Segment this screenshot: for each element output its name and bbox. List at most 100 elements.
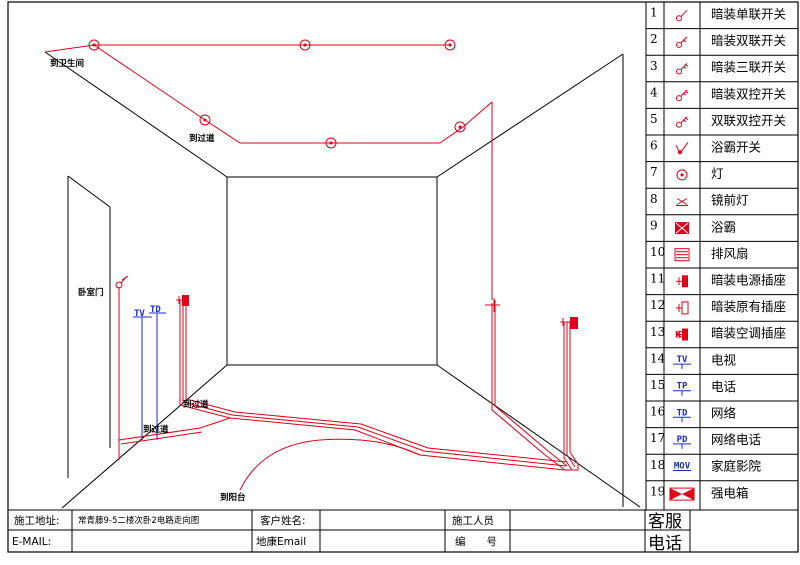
legend-label: 双联双控开关 (711, 113, 786, 128)
bath-heater-icon (675, 222, 689, 235)
legend-number: 15 (650, 378, 665, 392)
legend-number: 6 (650, 139, 658, 153)
single-switch-icon (676, 9, 688, 22)
lamp-icon (325, 137, 337, 149)
legend-row: 4 暗装双控开关 (646, 81, 798, 102)
legend-label: 暗装双控开关 (711, 86, 786, 101)
legend-number: 8 (650, 192, 658, 206)
lamp-icon (88, 39, 100, 51)
svg-text:TD: TD (677, 408, 688, 418)
site-address-value: 常青藤9-5二楼次卧2电路走向图 (78, 515, 199, 526)
legend-number: 19 (650, 484, 665, 498)
legend-label: 排风扇 (711, 246, 749, 261)
legend-row: 12 暗装原有插座 (646, 294, 798, 315)
legend-label: 暗装双联开关 (711, 33, 786, 48)
legend-row: 3 暗装三联开关 (646, 54, 798, 75)
lamp-icon (676, 169, 688, 181)
legend-number: 12 (650, 298, 665, 312)
network-phone-socket-icon: PD (673, 435, 691, 449)
legend-label: 网络 (711, 405, 737, 420)
legend-label: 浴霸开关 (711, 139, 761, 154)
network-socket-icon: TD (673, 408, 691, 423)
legend-row: 10 排风扇 (646, 240, 798, 262)
label-to-hallway-mid: 到过道 (183, 399, 209, 410)
customer-name-label: 客户姓名: (260, 514, 306, 527)
legend-label: 家庭影院 (711, 459, 762, 474)
service-label: 客服 (648, 512, 682, 532)
two-way-switch-icon (676, 89, 689, 102)
number-label: 编 号 (455, 535, 497, 548)
legend-label: 浴霸 (711, 219, 736, 234)
legend-row: 5 双联双控开关 (646, 107, 798, 128)
legend-label: 电视 (711, 352, 737, 367)
legend-number: 13 (650, 325, 665, 339)
legend-number: 5 (650, 112, 658, 126)
phone-label: 电话 (648, 534, 682, 554)
legend-row: 16 TD 网络 (646, 400, 798, 423)
email-label: E-MAIL: (12, 536, 51, 548)
legend-label: 暗装电源插座 (711, 272, 786, 287)
legend-number: 17 (650, 431, 665, 445)
network-socket-icon: TD (149, 305, 166, 440)
legend-label: 强电箱 (711, 485, 749, 500)
sheet-border (7, 1, 799, 553)
legend-label: 网络电话 (711, 432, 761, 447)
legend-row: 19 强电箱 (646, 480, 798, 501)
legend-row: 1 暗装单联开关 (650, 6, 786, 22)
legend-number: 2 (650, 32, 658, 46)
triple-switch-icon (676, 63, 689, 75)
legend-table: 1 暗装单联开关 2 暗装双联开关 3 暗装三联开关 4 暗装双控开关 5 双联双控开关 6 浴霸开关… (645, 2, 798, 510)
legend-number: 1 (650, 6, 658, 20)
legend-row: 18 MOV 家庭影院 (646, 453, 798, 474)
bath-heater-switch-icon (675, 142, 689, 155)
svg-text:MOV: MOV (674, 462, 691, 472)
legend-label: 灯 (711, 166, 724, 181)
tv-label: TV (134, 309, 145, 319)
legend-row: 6 浴霸开关 (646, 134, 798, 155)
legend-number: 4 (650, 85, 658, 99)
legend-label: 暗装单联开关 (711, 6, 786, 21)
legend-number: 18 (650, 458, 665, 472)
legend-number: 3 (650, 59, 658, 73)
svg-text:PD: PD (677, 435, 688, 445)
legend-label: 暗装空调插座 (711, 326, 786, 341)
legend-label: 暗装原有插座 (711, 299, 786, 314)
svg-text:TV: TV (677, 355, 688, 365)
worker-label: 施工人员 (452, 514, 494, 527)
lamp-icon (199, 114, 211, 126)
single-switch-icon (115, 276, 127, 289)
legend-row: 17 PD 网络电话 (646, 427, 798, 449)
legend-row: 2 暗装双联开关 (646, 28, 798, 48)
double-two-way-switch-icon (676, 116, 689, 128)
power-socket-icon (676, 275, 688, 288)
legend-label: 暗装三联开关 (711, 60, 786, 75)
legend-label: 镜前灯 (711, 193, 749, 208)
legend-row: 8 镜前灯 (646, 187, 798, 208)
label-to-hallway-low: 到过道 (143, 424, 169, 435)
phone-socket-icon: TP (673, 382, 691, 396)
legend-number: 14 (650, 351, 666, 365)
wiring-routes (44, 44, 579, 491)
power-socket-icon (176, 295, 189, 306)
mirror-light-icon (676, 198, 688, 206)
legend-number: 9 (650, 218, 658, 232)
tv-socket-icon: TV (673, 355, 691, 370)
label-bedroom-door: 卧室门 (78, 287, 104, 298)
td-label: TD (150, 305, 161, 315)
lamp-icon (299, 39, 311, 51)
label-to-hallway-top: 到过道 (189, 133, 215, 144)
exhaust-fan-icon (674, 248, 690, 262)
label-to-balcony: 到阳台 (220, 492, 246, 503)
legend-number: 16 (650, 405, 665, 419)
power-box-icon (669, 487, 695, 501)
legend-number: 10 (650, 245, 665, 259)
svg-text:TP: TP (677, 382, 688, 392)
power-socket-icon (560, 317, 578, 329)
power-socket-icon (485, 298, 500, 312)
label-to-bathroom: 到卫生间 (50, 58, 84, 69)
